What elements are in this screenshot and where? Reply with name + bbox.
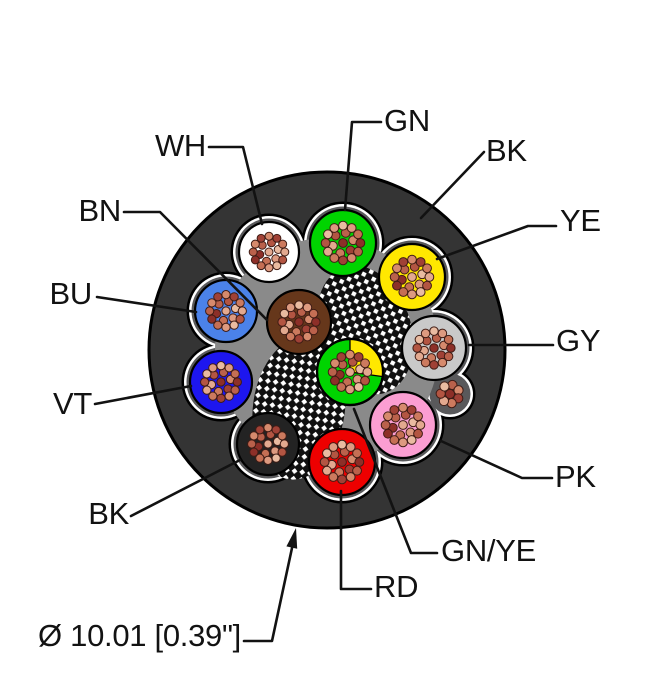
wire-rd	[307, 427, 377, 497]
wire-pk	[368, 390, 438, 460]
wire-bu	[193, 278, 259, 344]
label-gn: GN	[384, 103, 430, 138]
label-outer-diameter: Ø 10.01 [0.39"]	[38, 618, 241, 653]
label-bk-wire: BK	[88, 496, 129, 531]
wire-wh	[237, 220, 301, 284]
label-bn: BN	[78, 193, 122, 228]
label-vt: VT	[52, 386, 92, 421]
wire-ye	[377, 242, 447, 312]
wire-bn	[265, 288, 333, 356]
wire-gn	[308, 208, 378, 278]
dimension-arrowhead	[286, 528, 298, 549]
leader-line-bu	[95, 295, 198, 314]
leader-line-rd	[339, 489, 373, 591]
label-pk: PK	[555, 459, 596, 494]
label-wh: WH	[154, 128, 206, 163]
label-bk-jacket: BK	[486, 133, 527, 168]
leader-line-bk_jacket	[419, 150, 486, 220]
leader-lines	[93, 120, 558, 643]
leader-line-vt	[93, 384, 193, 406]
leader-line-pk	[439, 439, 554, 480]
wire-bk	[235, 411, 301, 477]
drain-wire	[435, 379, 464, 409]
label-gy: GY	[556, 323, 601, 358]
wire-vt	[188, 349, 254, 415]
leader-line-bn	[122, 210, 269, 322]
label-rd: RD	[374, 569, 419, 604]
label-bu: BU	[49, 276, 93, 311]
leader-line-dim	[242, 546, 294, 643]
wire-gy	[400, 314, 468, 382]
leader-line-wh	[207, 145, 264, 226]
leader-line-gnye	[352, 407, 439, 555]
label-ye: YE	[560, 203, 601, 238]
leader-line-gn	[343, 120, 383, 212]
leader-line-ye	[435, 224, 558, 261]
leader-line-bk_wire	[129, 458, 242, 518]
label-gnye: GN/YE	[441, 533, 536, 568]
wire-gnye	[315, 337, 385, 407]
